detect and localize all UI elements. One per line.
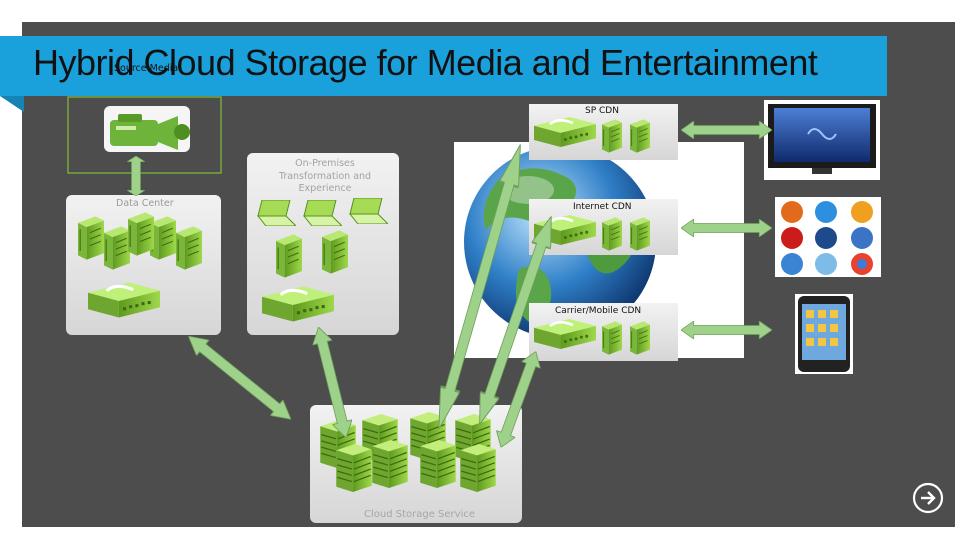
tv-icon	[764, 100, 880, 180]
sp-cdn-label: SP CDN	[585, 106, 619, 116]
video-camera-icon	[104, 106, 190, 152]
on-premises-label: On-Premises Transformation and Experienc…	[262, 158, 388, 196]
internet-cdn-label: Internet CDN	[573, 202, 632, 212]
on-premises-label-line1: On-Premises	[295, 158, 355, 169]
carrier-cdn-label: Carrier/Mobile CDN	[555, 306, 642, 316]
title-bar-tab	[0, 96, 24, 112]
source-media-label: Source Media	[114, 63, 179, 74]
slide-title: Hybrid Cloud Storage for Media and Enter…	[33, 42, 818, 83]
title-bar	[0, 36, 887, 96]
on-premises-label-line2: Transformation and	[278, 170, 372, 182]
on-premises-label-line3: Experience	[298, 183, 352, 194]
next-arrow-icon[interactable]	[912, 482, 944, 514]
cloud-storage-label: Cloud Storage Service	[364, 509, 476, 520]
arrow-data-center-to-cloud	[182, 328, 298, 428]
smartphone-icon	[795, 294, 853, 374]
data-center-label: Data Center	[116, 198, 174, 209]
browser-logos-icon	[775, 197, 881, 277]
arrow-sp-cdn-to-tv	[681, 121, 772, 139]
